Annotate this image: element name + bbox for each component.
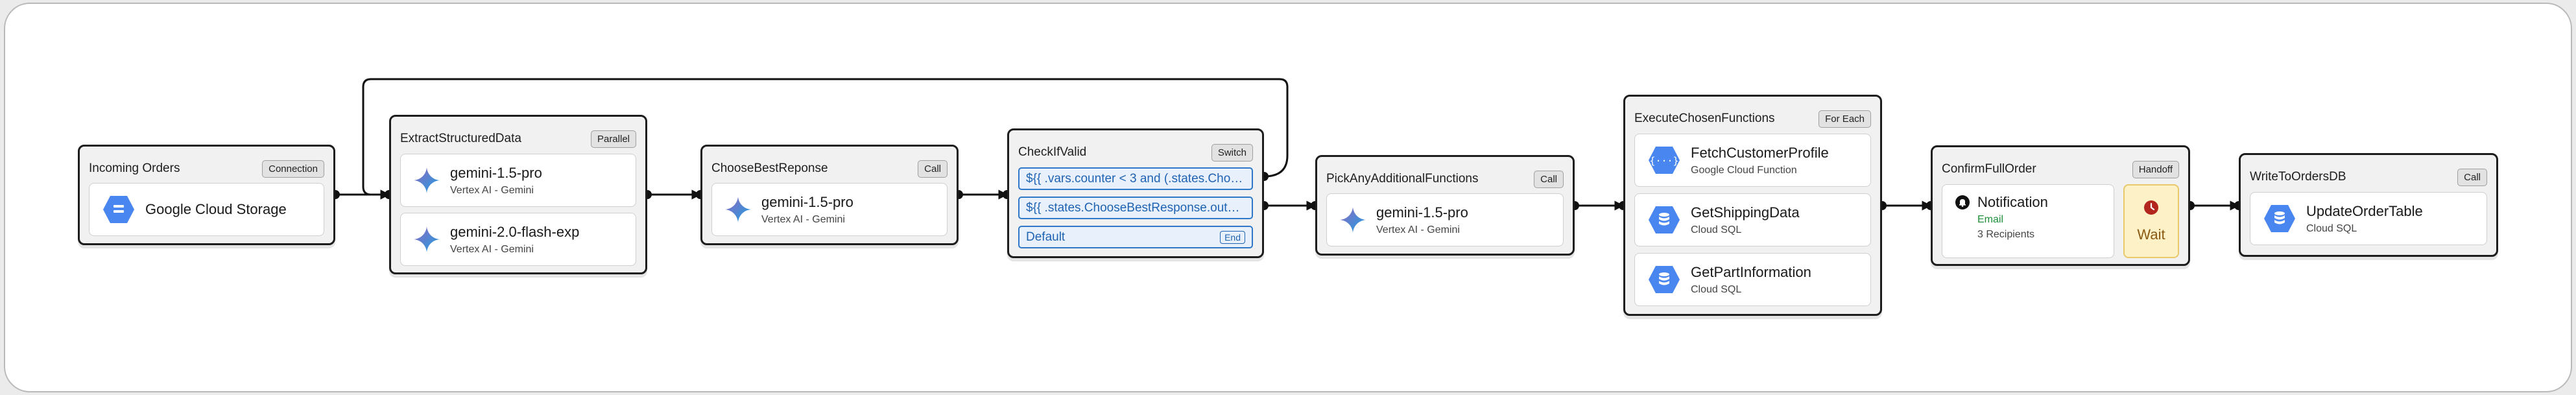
- condition-text: Default: [1026, 230, 1066, 244]
- condition-text: ${{ .vars.counter < 3 and (.states.Choos…: [1026, 171, 1245, 186]
- node-title: CheckIfValid: [1018, 145, 1087, 159]
- card-name: gemini-1.5-pro: [1376, 204, 1468, 221]
- node-title: ExtractStructuredData: [400, 132, 521, 145]
- switch-condition-default[interactable]: Default End: [1018, 226, 1253, 248]
- node-title: ConfirmFullOrder: [1942, 162, 2036, 176]
- notification-card[interactable]: Notification Email 3 Recipients: [1942, 184, 2114, 258]
- node-title: PickAnyAdditionalFunctions: [1326, 172, 1479, 186]
- card-subtitle: Cloud SQL: [1691, 283, 1742, 295]
- gemini-sparkle-icon: [1340, 207, 1366, 233]
- model-card[interactable]: gemini-1.5-pro Vertex AI - Gemini: [711, 183, 948, 236]
- card-name: GetShippingData: [1691, 204, 1800, 221]
- switch-condition[interactable]: ${{ .vars.counter < 3 and (.states.Choos…: [1018, 167, 1253, 190]
- node-type-badge: Parallel: [590, 130, 636, 148]
- node-pick-additional-functions[interactable]: PickAnyAdditionalFunctions Call gemini-1…: [1315, 155, 1575, 256]
- function-card[interactable]: GetPartInformation Cloud SQL: [1634, 253, 1871, 306]
- model-card[interactable]: gemini-2.0-flash-exp Vertex AI - Gemini: [400, 213, 636, 266]
- recipients-count: 3 Recipients: [1977, 229, 2035, 240]
- node-title: ExecuteChosenFunctions: [1634, 112, 1775, 125]
- card-subtitle: Cloud SQL: [1691, 224, 1742, 235]
- condition-text: ${{ .states.ChooseBestResponse.output.va…: [1026, 200, 1245, 215]
- card-subtitle: Google Cloud Function: [1691, 164, 1797, 176]
- node-write-to-orders-db[interactable]: WriteToOrdersDB Call UpdateOrderTable Cl…: [2239, 153, 2498, 257]
- card-name: gemini-1.5-pro: [761, 193, 853, 210]
- node-type-badge: Call: [2457, 168, 2487, 186]
- bell-icon: [1955, 195, 1970, 209]
- gemini-sparkle-icon: [414, 226, 440, 252]
- node-type-badge: For Each: [1819, 110, 1871, 128]
- node-type-badge: Connection: [262, 160, 324, 178]
- channel-label: Email: [1977, 214, 2004, 225]
- node-check-if-valid[interactable]: CheckIfValid Switch ${{ .vars.counter < …: [1007, 128, 1264, 258]
- card-name: gemini-1.5-pro: [450, 164, 542, 181]
- clock-icon: [2143, 200, 2159, 219]
- gemini-sparkle-icon: [414, 167, 440, 193]
- node-type-badge: Call: [918, 160, 948, 178]
- cloud-sql-icon: [1648, 265, 1680, 294]
- card-name: GetPartInformation: [1691, 263, 1811, 280]
- node-incoming-orders[interactable]: Incoming Orders Connection Google Cloud …: [78, 145, 335, 245]
- gemini-sparkle-icon: [725, 197, 751, 222]
- wait-card[interactable]: Wait: [2123, 184, 2179, 258]
- node-title: ChooseBestReponse: [711, 162, 828, 175]
- node-execute-chosen-functions[interactable]: ExecuteChosenFunctions For Each {···} Fe…: [1623, 95, 1882, 316]
- node-extract-structured-data[interactable]: ExtractStructuredData Parallel gemini-1.…: [389, 115, 647, 274]
- wait-label: Wait: [2137, 226, 2165, 243]
- cloud-storage-icon: [102, 195, 135, 224]
- card-subtitle: Vertex AI - Gemini: [450, 184, 534, 196]
- function-card[interactable]: {···} FetchCustomerProfile Google Cloud …: [1634, 134, 1871, 187]
- card-name: FetchCustomerProfile: [1691, 144, 1829, 161]
- end-tag: End: [1220, 230, 1245, 244]
- card-name: UpdateOrderTable: [2306, 202, 2423, 219]
- function-card[interactable]: UpdateOrderTable Cloud SQL: [2250, 192, 2487, 245]
- card-subtitle: Cloud SQL: [2306, 222, 2357, 234]
- node-title: Incoming Orders: [89, 162, 180, 175]
- switch-condition[interactable]: ${{ .states.ChooseBestResponse.output.va…: [1018, 197, 1253, 219]
- model-card[interactable]: gemini-1.5-pro Vertex AI - Gemini: [1326, 193, 1564, 246]
- card-subtitle: Vertex AI - Gemini: [761, 213, 845, 225]
- card-name: Notification: [1977, 194, 2048, 210]
- model-card[interactable]: gemini-1.5-pro Vertex AI - Gemini: [400, 154, 636, 207]
- card-subtitle: Vertex AI - Gemini: [1376, 224, 1460, 235]
- cloud-sql-icon: [2263, 204, 2296, 233]
- svg-text:{···}: {···}: [1649, 155, 1678, 167]
- node-type-badge: Handoff: [2132, 160, 2179, 178]
- node-confirm-full-order[interactable]: ConfirmFullOrder Handoff Notification Em…: [1931, 145, 2190, 266]
- cloud-function-icon: {···}: [1648, 146, 1680, 174]
- card-subtitle: Vertex AI - Gemini: [450, 243, 534, 255]
- card-name: Google Cloud Storage: [145, 201, 287, 217]
- node-type-badge: Switch: [1211, 143, 1253, 162]
- node-type-badge: Call: [1534, 170, 1564, 188]
- cloud-sql-icon: [1648, 206, 1680, 234]
- source-card[interactable]: Google Cloud Storage: [89, 183, 324, 236]
- function-card[interactable]: GetShippingData Cloud SQL: [1634, 193, 1871, 246]
- node-choose-best-response[interactable]: ChooseBestReponse Call gemini-1.5-pro Ve…: [700, 145, 959, 245]
- node-title: WriteToOrdersDB: [2250, 170, 2346, 184]
- card-name: gemini-2.0-flash-exp: [450, 223, 580, 240]
